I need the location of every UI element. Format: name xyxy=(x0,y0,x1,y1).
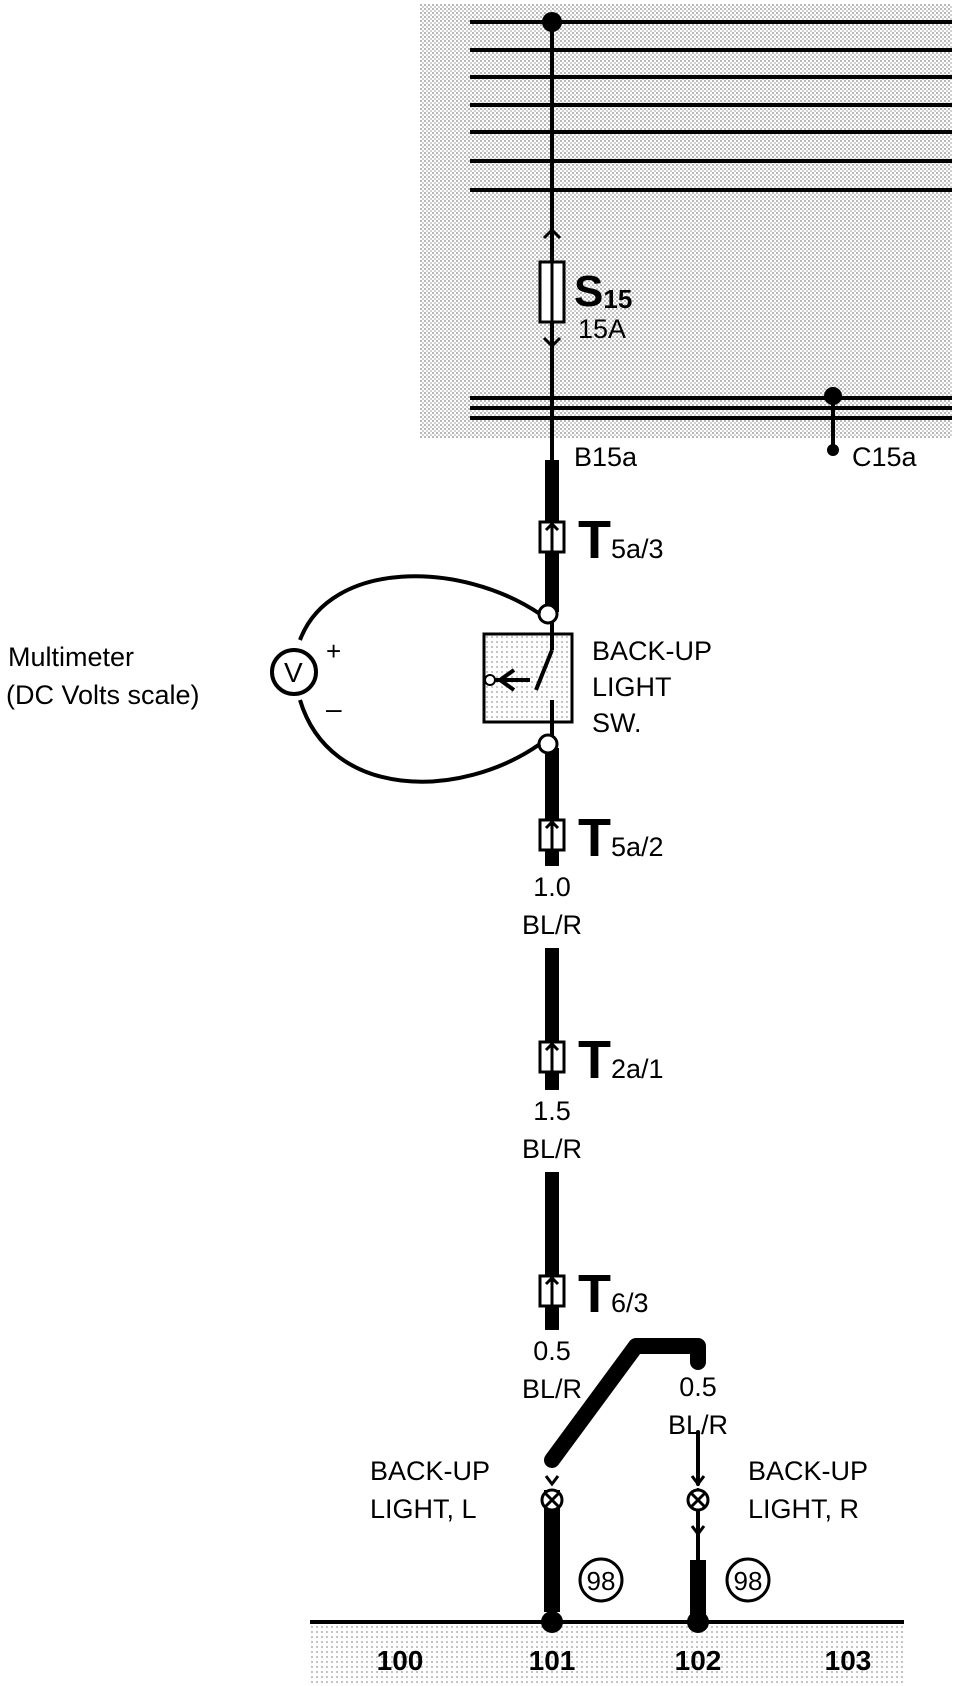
multimeter-label-line1: Multimeter xyxy=(8,642,134,672)
bus-node xyxy=(542,12,562,32)
wire-gauge: 0.5 xyxy=(679,1372,717,1402)
wire-color: BL/R xyxy=(668,1410,728,1440)
voltmeter-icon xyxy=(270,648,318,696)
wire-gauge: 1.5 xyxy=(533,1096,571,1126)
multimeter-plus: + xyxy=(326,636,341,666)
grid-number: 101 xyxy=(529,1645,576,1676)
switch-label-line1: BACK-UP xyxy=(592,636,712,666)
light-left-line2: LIGHT, L xyxy=(370,1494,477,1524)
switch-label-line3: SW. xyxy=(592,708,642,738)
multimeter-minus: – xyxy=(326,693,342,724)
grid-number: 102 xyxy=(675,1645,722,1676)
lamp-right-icon xyxy=(686,1475,710,1537)
grid-number: 103 xyxy=(825,1645,872,1676)
voltmeter-symbol: V xyxy=(284,657,303,688)
ground-references xyxy=(578,1557,771,1603)
light-right-line2: LIGHT, R xyxy=(748,1494,859,1524)
lamp-symbols xyxy=(540,1475,710,1537)
connector-t5a2: T5a/2 xyxy=(578,808,664,868)
switch-label-line2: LIGHT xyxy=(592,672,672,702)
wire-gauge: 1.0 xyxy=(533,872,571,902)
multimeter-label-line2: (DC Volts scale) xyxy=(6,680,200,710)
wire-color: BL/R xyxy=(522,910,582,940)
fuse-panel xyxy=(420,4,952,438)
terminal-c15a: C15a xyxy=(852,442,918,472)
wire-color: BL/R xyxy=(522,1374,582,1404)
light-left-line1: BACK-UP xyxy=(370,1456,490,1486)
terminal-b15a: B15a xyxy=(574,442,638,472)
connector-t2a1: T2a/1 xyxy=(578,1030,664,1090)
ground-bar xyxy=(310,1611,904,1686)
wire-color: BL/R xyxy=(522,1134,582,1164)
grid-number: 100 xyxy=(377,1645,424,1676)
fuse-symbol xyxy=(538,227,566,349)
light-right-line1: BACK-UP xyxy=(748,1456,868,1486)
connector-symbols xyxy=(538,520,566,1308)
connector-t63: T6/3 xyxy=(578,1264,649,1324)
ground-ref-left: 98 xyxy=(587,1566,616,1596)
ground-ref-right: 98 xyxy=(734,1566,763,1596)
fuse-rating: 15A xyxy=(578,314,626,344)
fuse-label: S15 xyxy=(574,267,632,316)
wire-gauge: 0.5 xyxy=(533,1336,571,1366)
backup-light-switch xyxy=(482,603,574,755)
multimeter xyxy=(270,574,542,784)
c15a-stub xyxy=(824,387,842,456)
connector-t5a3: T5a/3 xyxy=(578,510,664,570)
lamp-left-icon xyxy=(540,1475,564,1537)
